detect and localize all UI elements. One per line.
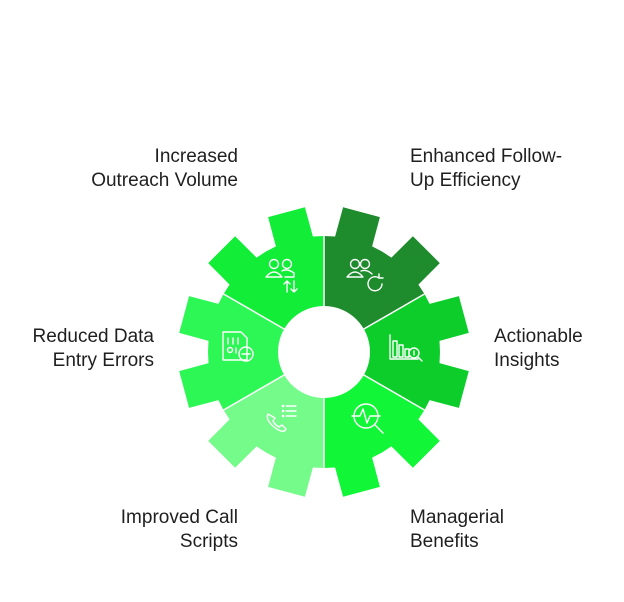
label-followup: Enhanced Follow-Up Efficiency <box>410 146 563 191</box>
segment-insights <box>324 352 469 497</box>
segment-outreach <box>324 207 469 352</box>
gear-hub <box>278 306 370 398</box>
phone-list-icon <box>266 404 297 432</box>
segment-followup <box>324 252 469 452</box>
pulse-magnifier-icon <box>351 403 384 434</box>
users-arrows-icon <box>265 258 298 293</box>
chart-magnifier-icon <box>389 334 423 362</box>
segment-scripts <box>179 252 324 452</box>
segment-data-entry <box>179 207 324 352</box>
users-refresh-icon <box>346 258 384 292</box>
binary-doc-icon <box>222 331 254 362</box>
segment-managerial <box>179 352 324 497</box>
